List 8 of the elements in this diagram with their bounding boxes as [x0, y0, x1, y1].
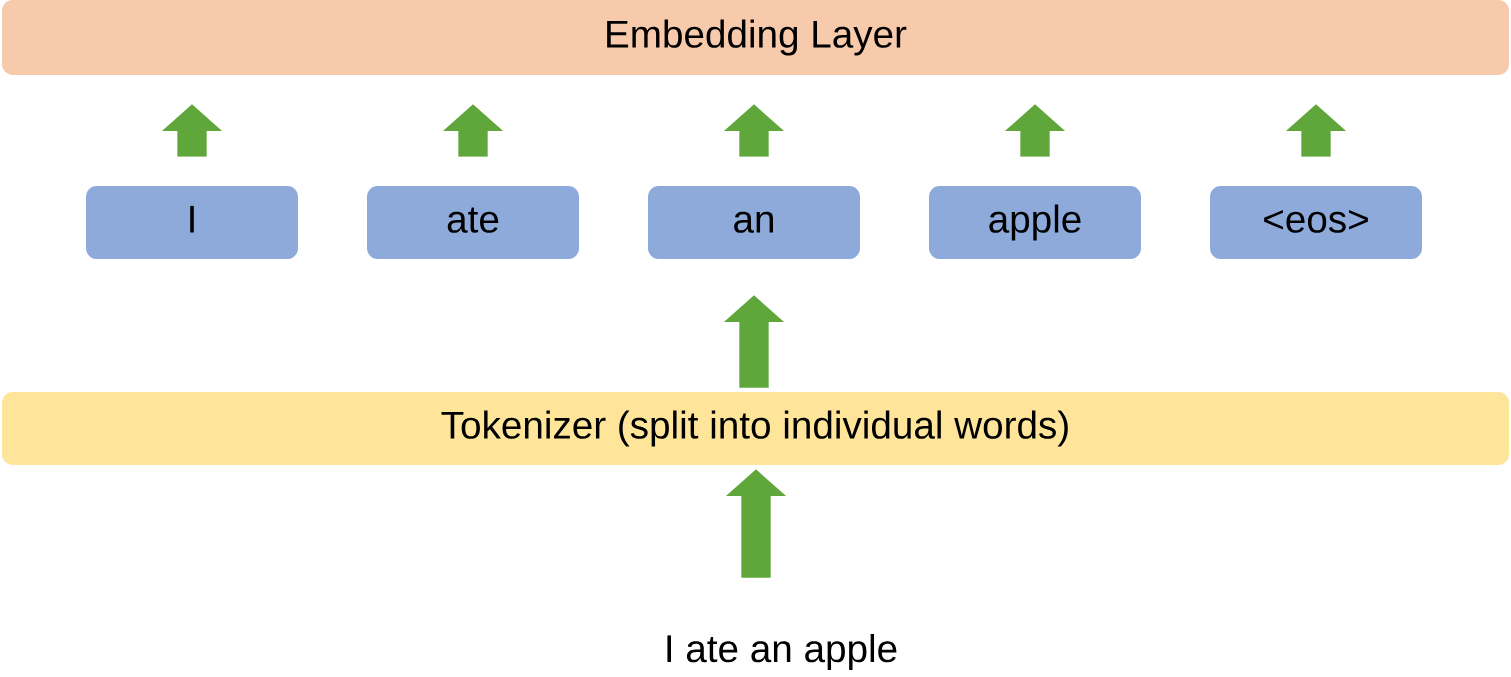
input-text: I ate an apple — [667, 633, 897, 670]
token-box: apple — [929, 185, 1141, 259]
layer-box: Embedding Layer — [2, 0, 1509, 75]
token-box: I — [86, 185, 298, 259]
tokenizer-box: Tokenizer (split into individual words) — [2, 391, 1509, 465]
token-box: <eos> — [1210, 185, 1422, 259]
token-box: an — [648, 185, 860, 259]
token-box: ate — [367, 185, 579, 259]
